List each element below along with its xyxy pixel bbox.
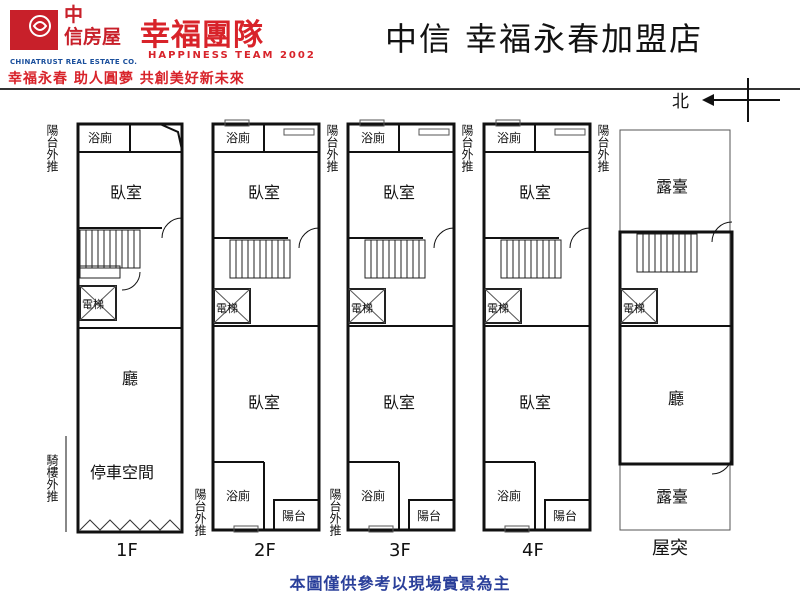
room-label: 停車空間 [90, 463, 154, 482]
room-label: 電梯 [351, 302, 373, 315]
brand-name: 中 信房屋 [64, 4, 121, 48]
floor-rooftop: 露臺 電梯 廳 露臺 屋突 [618, 129, 734, 559]
floor-4f: 浴廁 臥室 電梯 臥室 浴廁 陽台 陽台外推 4F [482, 119, 610, 561]
room-label: 臥室 [519, 183, 551, 202]
room-label: 浴廁 [497, 488, 521, 503]
store-name: 中信 幸福永春加盟店 [385, 20, 704, 58]
room-label: 浴廁 [497, 130, 521, 145]
floor-label: 4F [522, 540, 544, 561]
floor-1f: 浴廁 臥室 電梯 廳 停車空間 陽台外推 騎樓外推 1F [45, 122, 184, 561]
room-label: 浴廁 [361, 488, 385, 503]
room-label: 浴廁 [88, 130, 112, 145]
slogan: 幸福永春 助人圓夢 共創美好新未來 [8, 71, 245, 87]
room-label: 電梯 [623, 302, 645, 315]
room-label: 電梯 [487, 302, 509, 315]
room-label: 臥室 [248, 393, 280, 412]
side-label: 騎樓外推 [45, 454, 59, 502]
side-label: 陽台外推 [596, 124, 610, 172]
room-label: 電梯 [216, 302, 238, 315]
room-label: 露臺 [656, 177, 688, 196]
floor-label: 屋突 [652, 538, 688, 559]
floor-label: 2F [254, 540, 276, 561]
floor-label: 3F [389, 540, 411, 561]
floor-3f: 浴廁 臥室 電梯 臥室 浴廁 陽台 陽台外推 陽台外推 3F [328, 119, 474, 561]
room-label: 廳 [668, 389, 684, 408]
room-label: 臥室 [519, 393, 551, 412]
room-label: 陽台 [553, 508, 577, 523]
room-label: 浴廁 [361, 130, 385, 145]
team-name-en: HAPPINESS TEAM 2002 [148, 50, 316, 61]
room-label: 陽台 [282, 508, 306, 523]
logo-icon [29, 15, 51, 37]
compass-north-label: 北 [672, 92, 689, 112]
brand-name-line1: 中 [64, 4, 84, 26]
room-label: 露臺 [656, 487, 688, 506]
room-label: 臥室 [110, 183, 142, 202]
header-divider [0, 88, 800, 90]
room-label: 臥室 [383, 183, 415, 202]
brand-name-line2: 信房屋 [64, 26, 122, 48]
side-label: 陽台外推 [325, 124, 339, 172]
room-label: 電梯 [82, 298, 104, 311]
room-label: 浴廁 [226, 488, 250, 503]
brand-logo [10, 10, 58, 50]
header: 中 信房屋 幸福團隊 HAPPINESS TEAM 2002 CHINATRUS… [0, 0, 800, 90]
room-label: 浴廁 [226, 130, 250, 145]
disclaimer: 本圖僅供參考以現場實景為主 [289, 574, 511, 593]
room-label: 臥室 [383, 393, 415, 412]
room-label: 臥室 [248, 183, 280, 202]
room-label: 廳 [122, 369, 138, 388]
floor-label: 1F [116, 540, 138, 561]
side-label: 陽台外推 [460, 124, 474, 172]
side-label: 陽台外推 [193, 488, 207, 536]
brand-name-en: CHINATRUST REAL ESTATE CO. [10, 58, 138, 66]
room-label: 陽台 [417, 508, 441, 523]
side-label: 陽台外推 [45, 124, 59, 172]
floor-2f: 浴廁 臥室 電梯 臥室 浴廁 陽台 陽台外推 陽台外推 2F [193, 119, 339, 561]
team-name: 幸福團隊 [140, 18, 264, 53]
compass: 北 [672, 78, 780, 122]
side-label: 陽台外推 [328, 488, 342, 536]
